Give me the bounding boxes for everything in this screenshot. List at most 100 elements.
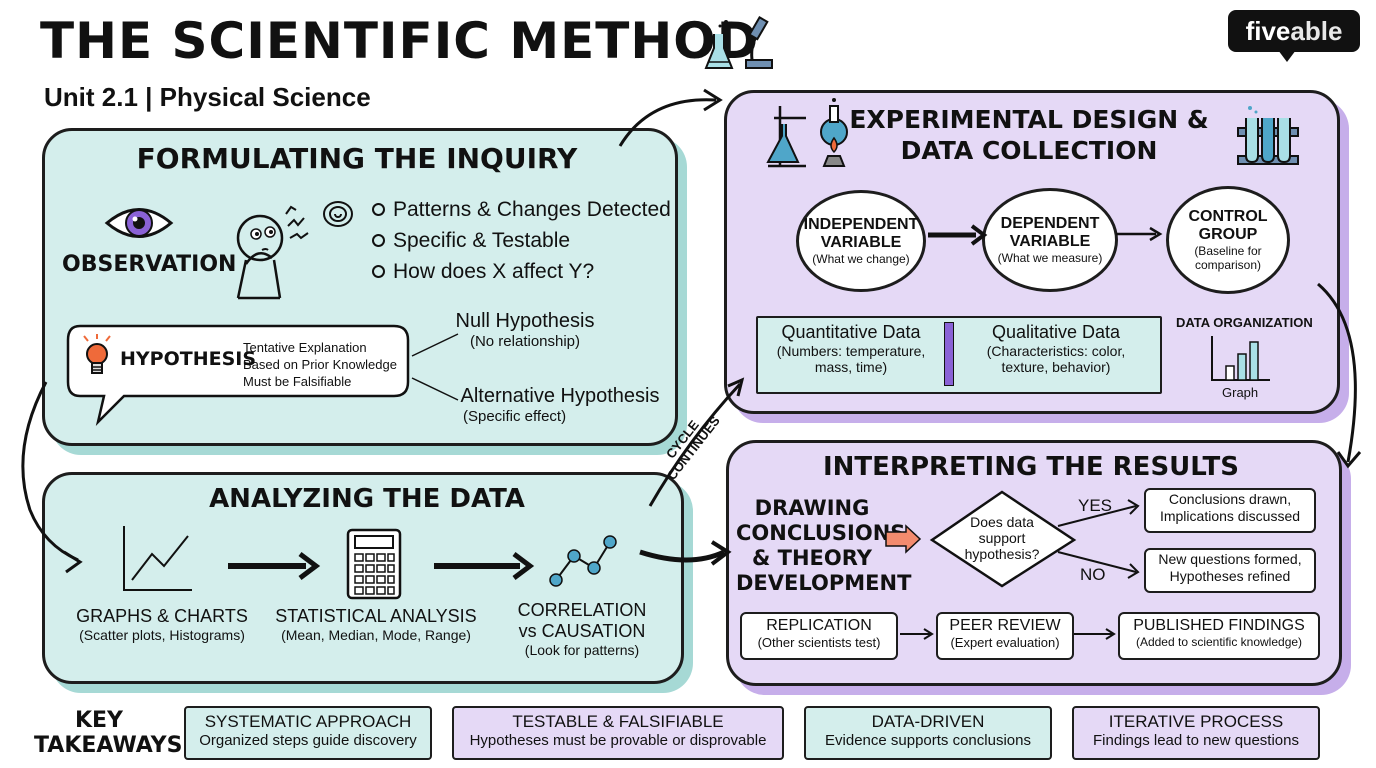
control-line1: CONTROL — [1188, 208, 1268, 225]
dependent-line1: DEPENDENT — [1000, 215, 1100, 232]
lab-equipment-icon — [704, 12, 776, 74]
bunsen-burner-icon — [762, 96, 854, 170]
yes-outcome-line: Conclusions drawn, — [1168, 491, 1292, 507]
graphs-charts-sub: (Scatter plots, Histograms) — [79, 627, 245, 643]
yes-outcome-box: Conclusions drawn, Implications discusse… — [1144, 488, 1316, 533]
quantitative-line: mass, time) — [814, 359, 888, 375]
yes-outcome-line: Implications discussed — [1159, 508, 1301, 524]
graphs-charts-title: GRAPHS & CHARTS — [76, 606, 248, 626]
eye-icon — [104, 202, 174, 244]
bullet-text: Specific & Testable — [393, 229, 571, 252]
variable-arrows — [928, 224, 1163, 246]
control-group-node: CONTROL GROUP (Baseline for comparison) — [1166, 186, 1290, 294]
page-title: THE SCIENTIFIC METHOD — [40, 12, 760, 70]
published-title: PUBLISHED FINDINGS — [1133, 617, 1305, 634]
takeaway-title: DATA-DRIVEN — [871, 712, 985, 731]
independent-line2: VARIABLE — [820, 234, 902, 251]
drawing-line: CONCLUSIONS — [736, 521, 906, 545]
takeaway-card: DATA-DRIVEN Evidence supports conclusion… — [804, 706, 1052, 760]
calculator-icon — [346, 528, 402, 600]
brand-logo[interactable]: fiveable — [1228, 10, 1360, 62]
peer-review-title: PEER REVIEW — [949, 617, 1061, 634]
test-tubes-icon — [1236, 104, 1300, 166]
takeaway-title: ITERATIVE PROCESS — [1108, 712, 1284, 731]
graphs-charts-item: GRAPHS & CHARTS (Scatter plots, Histogra… — [62, 606, 262, 643]
published-sub: (Added to scientific knowledge) — [1135, 635, 1303, 649]
data-types-box — [756, 316, 1162, 394]
logo-light-text: able — [1290, 16, 1343, 46]
peer-review-sub: (Expert evaluation) — [950, 635, 1060, 650]
hypothesis-line: Tentative Explanation — [243, 340, 367, 355]
dependent-variable-node: DEPENDENT VARIABLE (What we measure) — [982, 188, 1118, 292]
statistical-title: STATISTICAL ANALYSIS — [275, 606, 477, 626]
published-findings-box: PUBLISHED FINDINGS (Added to scientific … — [1118, 612, 1320, 660]
data-divider — [944, 322, 954, 386]
question-line: Does data — [970, 514, 1034, 530]
control-sub2: comparison) — [1194, 258, 1262, 272]
hypothesis-details: Tentative Explanation Based on Prior Kno… — [243, 339, 397, 390]
hypothesis-line: Must be Falsifiable — [243, 374, 352, 389]
no-label: NO — [1080, 565, 1106, 584]
correlation-line1: CORRELATION — [517, 600, 647, 620]
independent-sub: (What we change) — [812, 252, 910, 266]
hypothesis-bubble — [64, 322, 414, 428]
key-takeaways-label: KEY TAKEAWAYS — [34, 708, 183, 758]
logo-bold-text: five — [1245, 16, 1291, 46]
no-outcome-line: New questions formed, — [1158, 551, 1302, 567]
drawing-line: DRAWING — [754, 496, 870, 520]
alt-hypothesis-sub: (Specific effect) — [463, 408, 567, 425]
design-title-line: DATA COLLECTION — [900, 136, 1158, 165]
page-subtitle: Unit 2.1 | Physical Science — [44, 82, 371, 112]
flow-arrows — [21, 88, 1362, 574]
observation-label: OBSERVATION — [62, 252, 237, 277]
null-hypothesis-sub: (No relationship) — [469, 333, 581, 350]
correlation-sub: (Look for patterns) — [524, 642, 640, 658]
peer-review-box: PEER REVIEW (Expert evaluation) — [936, 612, 1074, 660]
control-line2: GROUP — [1198, 226, 1258, 243]
drawing-line: & THEORY — [752, 546, 872, 570]
results-title: INTERPRETING THE RESULTS — [823, 452, 1239, 482]
question-line: support — [978, 530, 1026, 546]
takeaways-line: KEY — [74, 708, 123, 733]
quantitative-data: Quantitative Data (Numbers: temperature,… — [758, 322, 944, 375]
analysis-title: ANALYZING THE DATA — [209, 484, 525, 514]
analysis-arrows — [228, 552, 535, 580]
independent-line1: INDEPENDENT — [803, 216, 919, 233]
hypothesis-connector-lines — [411, 333, 459, 401]
statistical-sub: (Mean, Median, Mode, Range) — [281, 627, 471, 643]
control-sub1: (Baseline for — [1194, 244, 1262, 258]
takeaway-title: SYSTEMATIC APPROACH — [204, 712, 412, 731]
drawing-conclusions: DRAWING CONCLUSIONS & THEORY DEVELOPMENT — [736, 496, 912, 596]
hypothesis-label: HYPOTHESIS — [120, 348, 257, 370]
replication-sub: (Other scientists test) — [757, 635, 881, 650]
null-hypothesis-title: Null Hypothesis — [455, 310, 595, 332]
takeaways-line: TAKEAWAYS — [34, 733, 183, 758]
correlation-item: CORRELATION vs CAUSATION (Look for patte… — [500, 600, 664, 658]
qualitative-data: Qualitative Data (Characteristics: color… — [956, 322, 1156, 375]
replication-title: REPLICATION — [766, 617, 872, 634]
dependent-line2: VARIABLE — [1009, 233, 1091, 250]
takeaway-sub: Organized steps guide discovery — [199, 732, 417, 749]
line-graph-icon — [118, 524, 194, 594]
bullet-item: Specific & Testable — [372, 229, 671, 260]
takeaway-card: ITERATIVE PROCESS Findings lead to new q… — [1072, 706, 1320, 760]
bullet-circle-icon — [372, 234, 385, 247]
decision-diagram — [885, 490, 1140, 588]
review-arrows — [900, 628, 1116, 640]
independent-variable-node: INDEPENDENT VARIABLE (What we change) — [796, 190, 926, 292]
statistical-analysis-item: STATISTICAL ANALYSIS (Mean, Median, Mode… — [270, 606, 482, 643]
takeaway-card: SYSTEMATIC APPROACH Organized steps guid… — [184, 706, 432, 760]
null-hypothesis: Null Hypothesis (No relationship) — [450, 310, 600, 350]
lightbulb-icon — [80, 334, 114, 382]
bar-graph-icon — [1208, 336, 1272, 382]
question-line: hypothesis? — [964, 546, 1040, 562]
qualitative-title: Qualitative Data — [991, 322, 1121, 342]
bullet-circle-icon — [372, 203, 385, 216]
inquiry-title: FORMULATING THE INQUIRY — [136, 142, 578, 175]
drawing-line: DEVELOPMENT — [736, 571, 912, 595]
bullet-circle-icon — [372, 265, 385, 278]
bullet-text: Patterns & Changes Detected — [393, 198, 671, 221]
decision-question: Does data support hypothesis? — [952, 514, 1052, 562]
alt-hypothesis-title: Alternative Hypothesis — [460, 385, 660, 407]
takeaway-sub: Hypotheses must be provable or disprovab… — [469, 732, 767, 749]
